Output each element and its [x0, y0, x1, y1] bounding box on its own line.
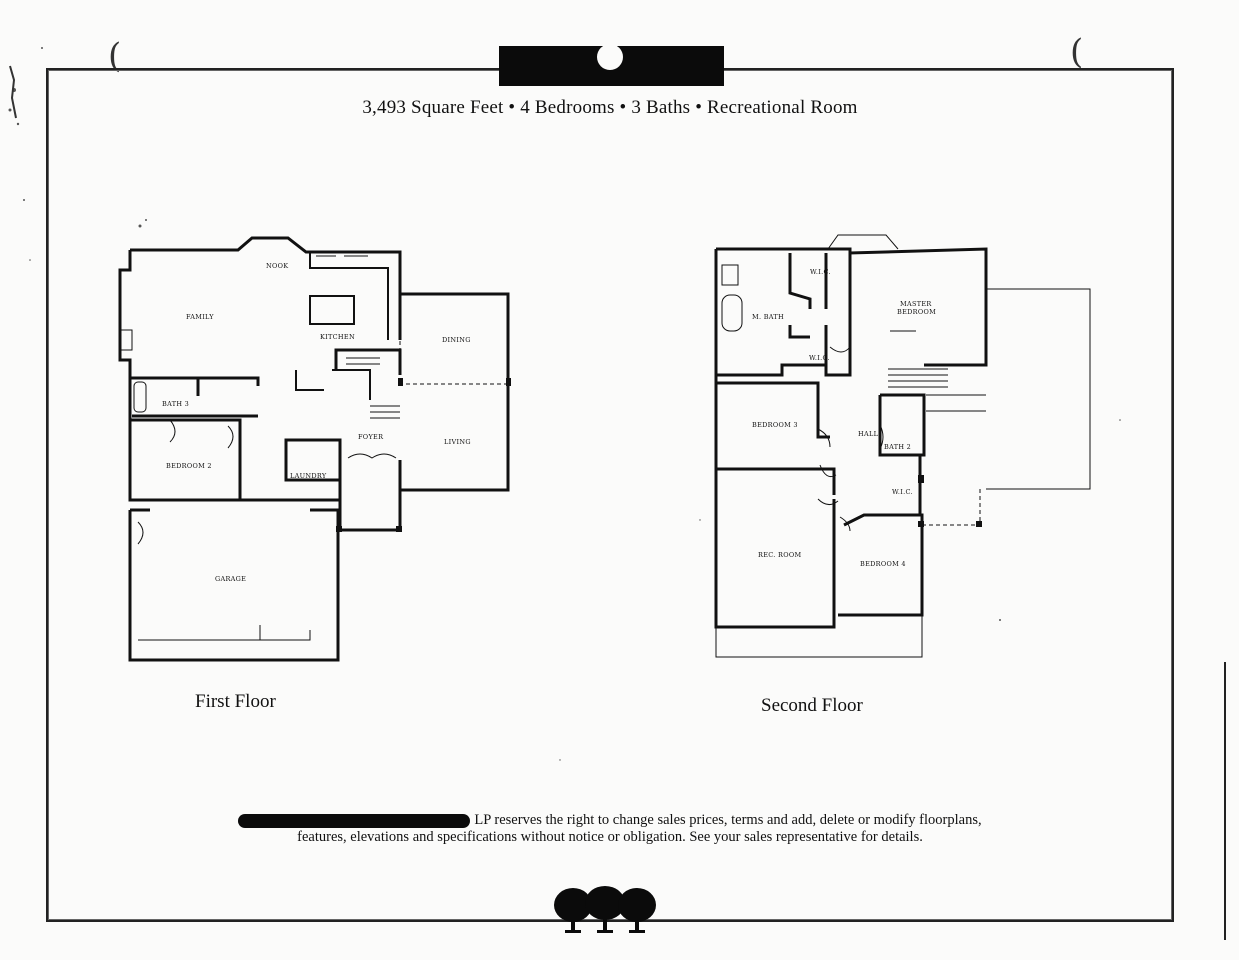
room-label-kitchen: KITCHEN [320, 333, 355, 341]
first-floor-label: First Floor [195, 691, 276, 712]
room-label-wic-3: W.I.C. [892, 488, 913, 496]
room-label-bath3: BATH 3 [162, 400, 190, 408]
room-label-dining: DINING [442, 336, 471, 344]
second-floor-label: Second Floor [761, 695, 863, 716]
room-label-wic-1: W.I.C. [810, 268, 831, 276]
legal-disclaimer: LP reserves the right to change sales pr… [215, 812, 1005, 846]
room-label-wic-2: W.I.C. [809, 354, 830, 362]
first-floor-plan [118, 236, 511, 662]
room-label-rec-room: REC. ROOM [758, 551, 802, 559]
disclaimer-line-2: features, elevations and specifications … [297, 829, 923, 845]
room-label-foyer: FOYER [358, 433, 384, 441]
binder-ring-left: ( [108, 36, 122, 76]
redacted-logo [499, 44, 724, 86]
room-label-bedroom2: BEDROOM 2 [166, 462, 212, 470]
tree-logo-icon [554, 886, 656, 933]
room-label-bath2: BATH 2 [884, 443, 912, 451]
redacted-company-name [238, 813, 471, 828]
room-label-mbath: M. BATH [752, 313, 785, 321]
room-label-family: FAMILY [186, 313, 214, 321]
room-label-living: LIVING [444, 438, 471, 446]
room-label-master-bedroom-line1: MASTER [900, 300, 932, 308]
second-floor-plan [714, 234, 1091, 658]
room-label-hall: HALL [858, 430, 879, 438]
binder-ring-right: ( [1070, 32, 1084, 72]
room-label-bedroom3: BEDROOM 3 [752, 421, 798, 429]
room-label-bedroom4: BEDROOM 4 [860, 560, 906, 568]
edge-mark [1224, 662, 1226, 940]
room-label-master-bedroom-line2: BEDROOM [897, 308, 937, 316]
room-label-nook: NOOK [266, 262, 289, 270]
disclaimer-line-1: LP reserves the right to change sales pr… [474, 812, 982, 828]
plan-summary: 3,493 Square Feet • 4 Bedrooms • 3 Baths… [362, 97, 858, 118]
room-label-garage: GARAGE [215, 575, 247, 583]
room-label-laundry: LAUNDRY [290, 472, 327, 480]
